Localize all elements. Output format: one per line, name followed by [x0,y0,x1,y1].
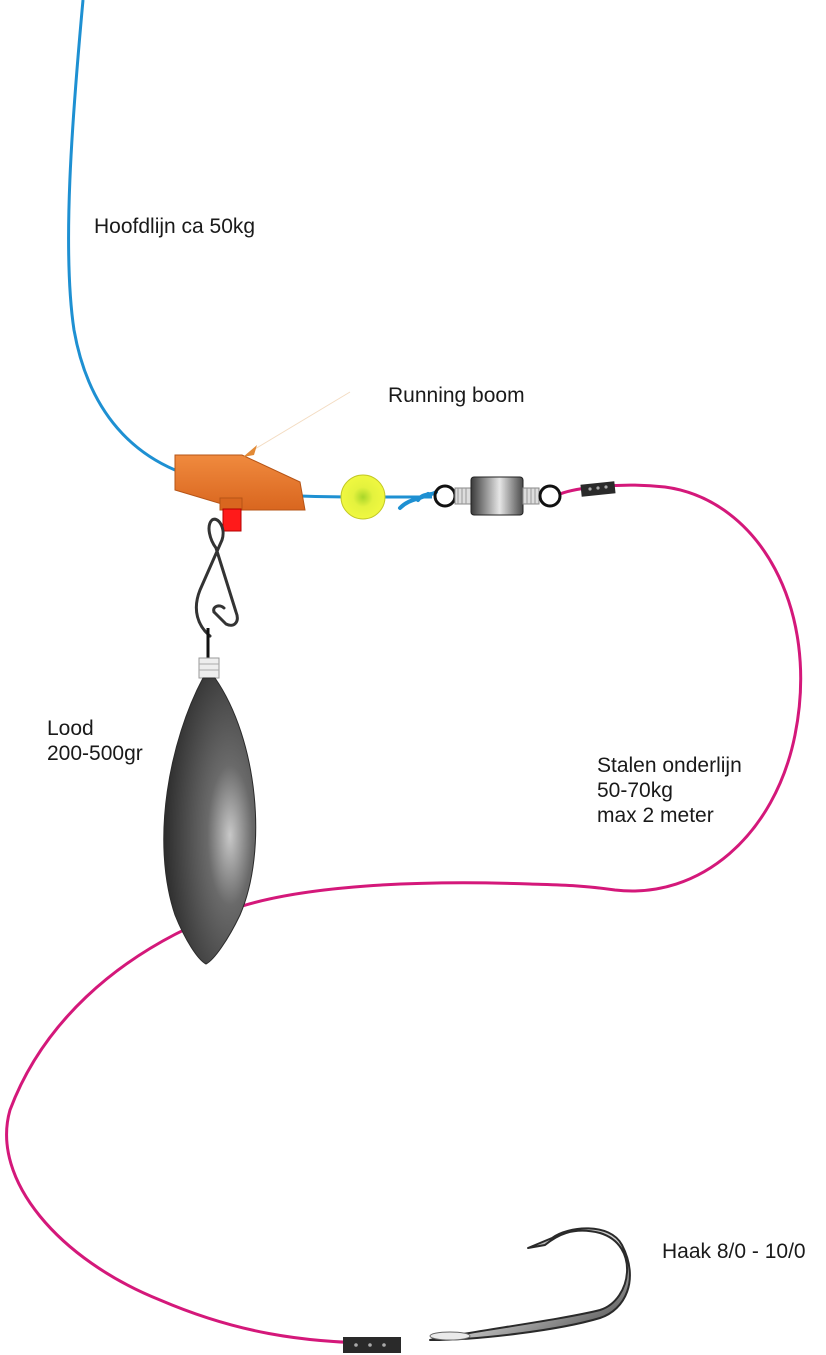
boom-clip [222,508,242,532]
running-boom-label-text: Running boom [388,384,525,407]
steel-leader-label-line-3: max 2 meter [597,804,714,827]
boom-pointer-line [249,391,351,453]
bead [340,474,386,520]
crimp-sleeve-bottom [343,1337,401,1353]
hook [429,1227,631,1341]
hook-label: Haak 8/0 - 10/0 [662,1239,806,1264]
sinker [163,628,257,965]
sinker-label-line-2: 200-500gr [47,742,143,765]
main-line-label: Hoofdlijn ca 50kg [94,214,255,239]
running-boom-label: Running boom [388,383,525,408]
line-knot [398,490,438,510]
steel-leader [5,483,803,1345]
crimp-sleeve-top [580,481,616,497]
sinker-label-line-1: Lood [47,717,94,740]
sinker-label: Lood 200-500gr [47,716,143,766]
swivel [433,476,562,516]
running-boom [174,454,306,511]
steel-leader-label-line-1: Stalen onderlijn [597,754,742,777]
main-line-label-text: Hoofdlijn ca 50kg [94,215,256,238]
hook-label-text: Haak 8/0 - 10/0 [662,1240,806,1263]
main-line [67,0,176,472]
steel-leader-label: Stalen onderlijn 50-70kg max 2 meter [597,753,742,828]
boom-pointer-head [243,445,257,457]
steel-leader-label-line-2: 50-70kg [597,779,673,802]
snap-clip [194,517,239,638]
